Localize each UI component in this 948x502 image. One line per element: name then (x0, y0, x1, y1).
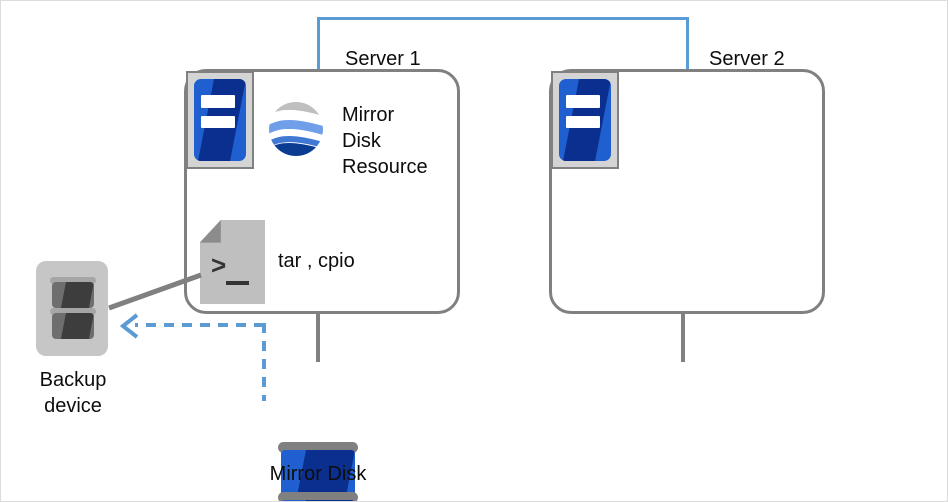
server-tower-slot-2 (201, 115, 235, 129)
backup-disk-platter-lower (52, 313, 94, 339)
server-tower-body (194, 79, 246, 161)
mirror-disk-1-icon (278, 442, 358, 501)
script-to-backup-wire (108, 272, 202, 311)
mirror-disk-1-label: Mirror Disk (269, 463, 367, 485)
command-label: tar , cpio (278, 250, 355, 272)
server-tower-icon (551, 71, 619, 169)
server-tower-slot-1 (566, 95, 600, 108)
server-interconnect-line (317, 17, 689, 73)
backup-device-icon (36, 261, 108, 356)
interconnect-top-segment (317, 17, 689, 20)
server-tower-slot-1 (201, 95, 235, 108)
server-tower-body (559, 79, 611, 161)
backup-data-flow-arrow (119, 313, 266, 401)
backup-device-label: Backup device (39, 369, 107, 417)
backup-disk-stack (50, 277, 96, 341)
server-tower-slot-2 (566, 115, 600, 129)
server2-title: Server 2 (709, 48, 785, 70)
mirror-disk-resource-label: Mirror Disk Resource (342, 104, 428, 178)
disk-platter-lower (281, 500, 355, 501)
script-prompt-glyph: > (211, 249, 227, 280)
server1-to-mirror-disk-wire (316, 314, 320, 362)
script-terminal-icon: > (200, 220, 265, 304)
script-underscore-glyph (226, 281, 250, 286)
disk-cap-middle (278, 492, 358, 501)
server-tower-icon (186, 71, 254, 169)
interconnect-left-segment (317, 17, 320, 73)
backup-disk-cap-middle (50, 308, 96, 315)
server1-title: Server 1 (345, 48, 421, 70)
mirror-disk-resource-globe-icon (268, 101, 324, 157)
backup-disk-cap-top (50, 277, 96, 284)
server2-box[interactable] (549, 69, 825, 314)
disk-cap-top (278, 442, 358, 453)
interconnect-right-segment (686, 17, 689, 73)
backup-disk-platter-upper (52, 282, 94, 308)
server2-to-mirror-disk-wire (681, 314, 685, 362)
